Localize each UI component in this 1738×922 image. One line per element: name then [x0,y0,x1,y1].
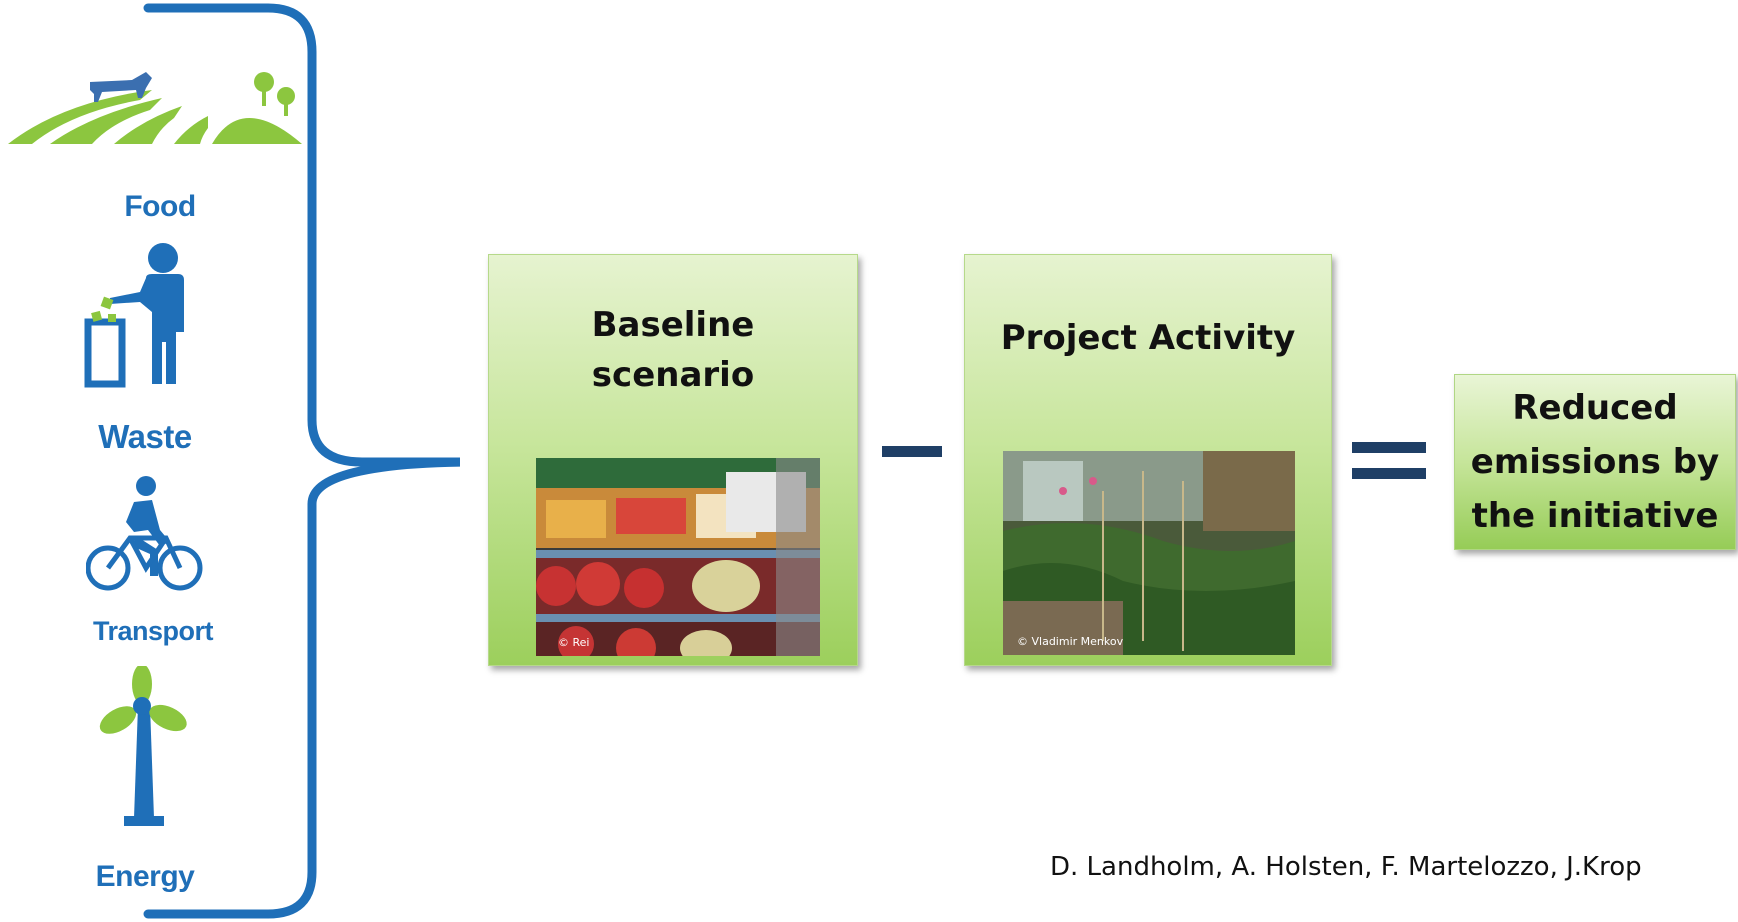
result-line3: the initiative [1471,496,1719,536]
citation-text: D. Landholm, A. Holsten, F. Martelozzo, … [1050,852,1642,882]
result-line1: Reduced [1512,388,1678,428]
wind-turbine-icon [99,666,187,826]
garden-photo: © Vladimir Menkov [1003,451,1295,655]
equals-operator-top [1352,442,1426,453]
waste-person-icon [84,243,184,388]
reduced-emissions-box: Reduced emissions by the initiative [1454,374,1736,550]
category-brace [143,3,460,919]
result-line2: emissions by [1470,442,1720,482]
baseline-photo-credit: © Rei [558,636,590,649]
project-title: Project Activity [1000,318,1296,358]
supermarket-photo: © Rei [536,458,820,656]
minus-operator [882,446,942,457]
transport-label: Transport [92,616,214,646]
baseline-scenario-panel: Baseline scenario © Rei [488,254,858,666]
baseline-title-line1: Baseline [591,305,755,345]
equals-operator-bottom [1352,468,1426,479]
project-activity-panel: Project Activity © Vladimir Menkov [964,254,1332,666]
energy-label: Energy [95,860,195,893]
waste-label: Waste [98,418,192,455]
farm-icon [8,72,302,144]
project-photo-credit: © Vladimir Menkov [1017,635,1124,648]
baseline-title-line2: scenario [591,355,755,395]
cyclist-icon [86,476,203,591]
food-label: Food [124,190,196,223]
